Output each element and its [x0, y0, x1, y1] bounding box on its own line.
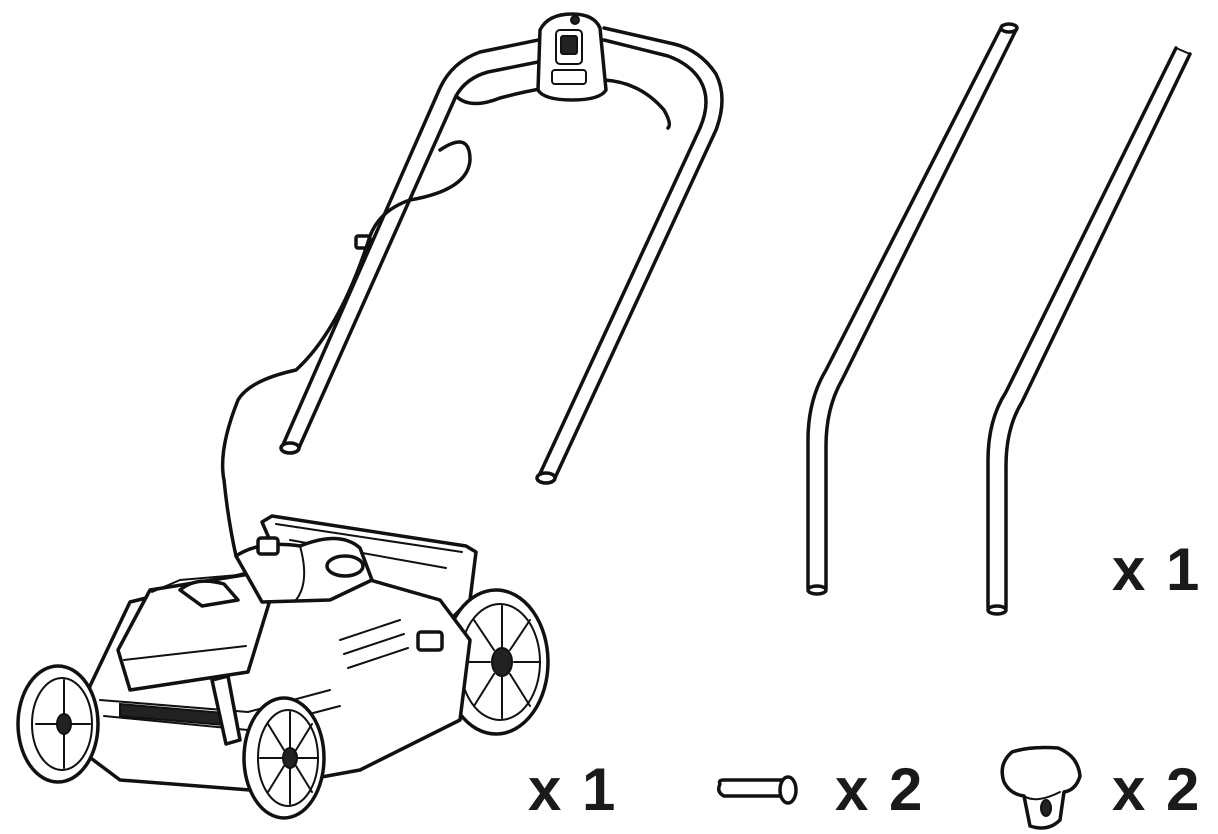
knob-quantity-label: x 2	[1112, 756, 1202, 823]
lower-handle-tube-right	[986, 46, 1192, 616]
bolt-illustration	[716, 775, 798, 805]
mower-quantity-label: x 1	[528, 756, 618, 823]
knob-illustration	[1000, 745, 1082, 830]
lawn-mower-illustration	[16, 514, 550, 820]
upper-handle-illustration	[220, 12, 724, 558]
lower-handle-tube-left	[806, 22, 1019, 596]
bolt-quantity-label: x 2	[835, 756, 925, 823]
lower-handles-quantity-label: x 1	[1112, 536, 1202, 603]
